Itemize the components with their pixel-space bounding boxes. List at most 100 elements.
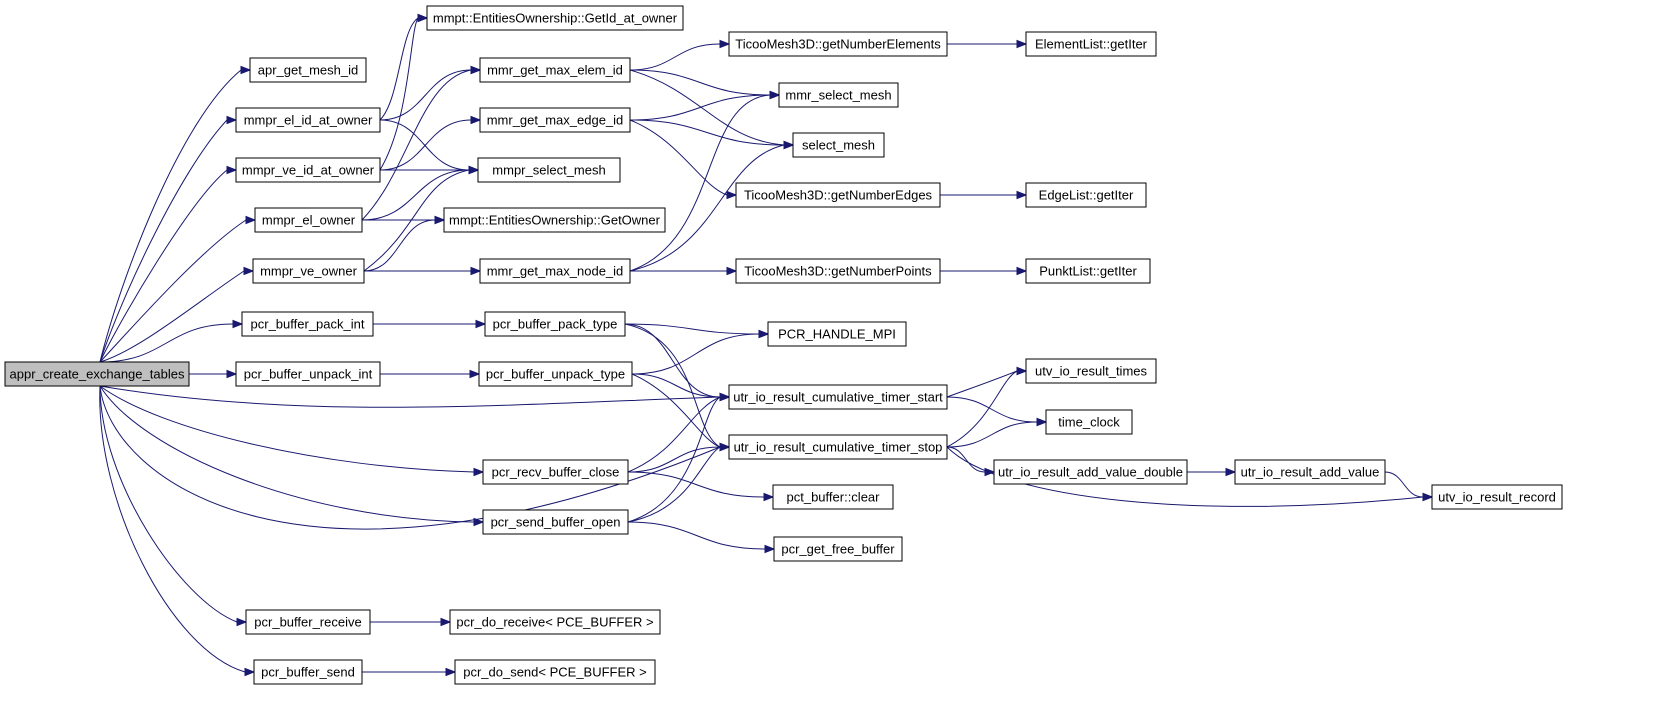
edge-pcr_buffer_pack_type-to-timer_stop [624, 323, 731, 452]
arrowhead [763, 492, 775, 502]
edge-mmpr_el_id_at_owner-to-mmpr_select_mesh [379, 119, 480, 175]
arrowhead [473, 517, 485, 527]
node-pcr_do_send[interactable]: pcr_do_send< PCE_BUFFER > [454, 659, 656, 685]
node-pcr_send_buffer_open[interactable]: pcr_send_buffer_open [482, 509, 629, 535]
arrowhead [726, 266, 738, 276]
node-elementlist_getiter[interactable]: ElementList::getIter [1025, 31, 1157, 57]
node-label: utv_io_result_record [1438, 490, 1556, 505]
node-label: PunktList::getIter [1039, 264, 1137, 279]
node-mmpr_ve_owner[interactable]: mmpr_ve_owner [252, 258, 365, 284]
node-punktlist_getiter[interactable]: PunktList::getIter [1025, 258, 1151, 284]
node-label: pcr_buffer_pack_int [251, 317, 365, 332]
edge-timer_start-to-time_clock [946, 396, 1048, 427]
node-pcr_handle_mpi[interactable]: PCR_HANDLE_MPI [767, 321, 907, 347]
node-box [728, 31, 948, 57]
node-label: pcr_buffer_pack_type [493, 317, 618, 332]
edge-appr_create_exchange_tables-to-pcr_buffer_send [99, 385, 256, 677]
node-box [772, 484, 894, 510]
node-pcr_get_free_buffer[interactable]: pcr_get_free_buffer [773, 536, 903, 562]
node-box [479, 258, 631, 284]
node-box [454, 659, 656, 685]
node-appr_create_exchange_tables[interactable]: appr_create_exchange_tables [4, 361, 190, 387]
edge-mmr_get_max_edge_id-to-getnumberedges [629, 119, 738, 200]
node-label: pcr_buffer_unpack_type [486, 367, 625, 382]
edge-mmpr_el_id_at_owner-to-mmr_get_max_elem_id [379, 65, 482, 121]
edge-pcr_recv_buffer_close-to-timer_stop [627, 442, 731, 473]
arrowhead [243, 266, 255, 276]
node-mmpr_select_mesh[interactable]: mmpr_select_mesh [477, 157, 621, 183]
edge-mmpr_ve_owner-to-mmpr_select_mesh [363, 165, 480, 272]
node-label: mmpr_ve_id_at_owner [242, 163, 375, 178]
node-getnumberpoints[interactable]: TicooMesh3D::getNumberPoints [735, 258, 941, 284]
node-getnumberelements[interactable]: TicooMesh3D::getNumberElements [728, 31, 948, 57]
node-utv_io_result_record[interactable]: utv_io_result_record [1431, 484, 1563, 510]
edge-getnumberelements-to-elementlist_getiter [947, 39, 1028, 49]
node-pcr_buffer_pack_int[interactable]: pcr_buffer_pack_int [241, 311, 374, 337]
node-label: pct_buffer::clear [787, 490, 881, 505]
node-edgelist_getiter[interactable]: EdgeList::getIter [1025, 182, 1147, 208]
arrowhead [236, 617, 248, 627]
node-box [235, 361, 381, 387]
arrowhead [244, 667, 256, 677]
node-label: mmpr_el_id_at_owner [244, 113, 373, 128]
node-label: TicooMesh3D::getNumberEdges [744, 188, 933, 203]
node-pcr_do_receive[interactable]: pcr_do_receive< PCE_BUFFER > [449, 609, 661, 635]
node-label: mmr_get_max_edge_id [487, 113, 624, 128]
node-label: pcr_send_buffer_open [491, 515, 621, 530]
node-box [479, 57, 631, 83]
node-box [767, 321, 907, 347]
node-add_value[interactable]: utr_io_result_add_value [1234, 459, 1386, 485]
node-pcr_buffer_send[interactable]: pcr_buffer_send [253, 659, 363, 685]
arrowhead [468, 165, 480, 175]
node-utv_io_result_times[interactable]: utv_io_result_times [1025, 358, 1157, 384]
node-label: utr_io_result_cumulative_timer_stop [734, 440, 943, 455]
node-box [1025, 31, 1157, 57]
node-label: mmpr_select_mesh [492, 163, 605, 178]
node-apr_get_mesh_id[interactable]: apr_get_mesh_id [249, 57, 367, 83]
edge-getnumberedges-to-edgelist_getiter [940, 190, 1028, 200]
node-add_value_double[interactable]: utr_io_result_add_value_double [993, 459, 1188, 485]
node-pcr_recv_buffer_close[interactable]: pcr_recv_buffer_close [482, 459, 629, 485]
node-pcr_buffer_unpack_int[interactable]: pcr_buffer_unpack_int [235, 361, 381, 387]
node-box [426, 5, 684, 31]
node-label: mmpr_ve_owner [260, 264, 357, 279]
node-getowner[interactable]: mmpt::EntitiesOwnership::GetOwner [443, 207, 666, 233]
node-mmr_get_max_node_id[interactable]: mmr_get_max_node_id [479, 258, 631, 284]
node-timer_stop[interactable]: utr_io_result_cumulative_timer_stop [728, 434, 948, 460]
arrowhead [469, 369, 481, 379]
node-box [478, 361, 633, 387]
node-mmr_get_max_edge_id[interactable]: mmr_get_max_edge_id [479, 107, 631, 133]
edge-pcr_buffer_receive-to-pcr_do_receive [370, 617, 452, 627]
arrowhead [1225, 467, 1237, 477]
node-label: utr_io_result_add_value [1241, 465, 1380, 480]
node-label: utr_io_result_add_value_double [998, 465, 1183, 480]
edge-pcr_send_buffer_open-to-timer_stop [627, 442, 731, 523]
node-box [728, 434, 948, 460]
node-mmr_get_max_elem_id[interactable]: mmr_get_max_elem_id [479, 57, 631, 83]
arrowhead [1422, 492, 1434, 502]
node-time_clock[interactable]: time_clock [1045, 409, 1133, 435]
node-box [1045, 409, 1133, 435]
node-label: mmpt::EntitiesOwnership::GetId_at_owner [433, 11, 678, 26]
node-mmr_select_mesh[interactable]: mmr_select_mesh [778, 82, 899, 108]
node-pcr_buffer_pack_type[interactable]: pcr_buffer_pack_type [484, 311, 626, 337]
arrowhead [1016, 266, 1028, 276]
node-label: time_clock [1058, 415, 1120, 430]
node-pcr_buffer_receive[interactable]: pcr_buffer_receive [245, 609, 371, 635]
arrowhead [726, 190, 738, 200]
edge-appr_create_exchange_tables-to-mmpr_ve_id_at_owner [99, 165, 238, 363]
node-getid_at_owner[interactable]: mmpt::EntitiesOwnership::GetId_at_owner [426, 5, 684, 31]
node-mmpr_el_id_at_owner[interactable]: mmpr_el_id_at_owner [235, 107, 381, 133]
node-mmpr_el_owner[interactable]: mmpr_el_owner [254, 207, 363, 233]
node-box [735, 182, 941, 208]
edge-mmr_get_max_node_id-to-mmr_select_mesh [629, 90, 781, 272]
node-select_mesh[interactable]: select_mesh [792, 132, 885, 158]
node-pcr_buffer_unpack_type[interactable]: pcr_buffer_unpack_type [478, 361, 633, 387]
node-box [778, 82, 899, 108]
node-mmpr_ve_id_at_owner[interactable]: mmpr_ve_id_at_owner [235, 157, 381, 183]
edge-mmpr_ve_id_at_owner-to-mmr_get_max_edge_id [379, 115, 482, 171]
node-getnumberedges[interactable]: TicooMesh3D::getNumberEdges [735, 182, 941, 208]
node-timer_start[interactable]: utr_io_result_cumulative_timer_start [728, 384, 948, 410]
node-pct_buffer_clear[interactable]: pct_buffer::clear [772, 484, 894, 510]
edge-pcr_buffer_unpack_type-to-timer_stop [631, 373, 731, 452]
